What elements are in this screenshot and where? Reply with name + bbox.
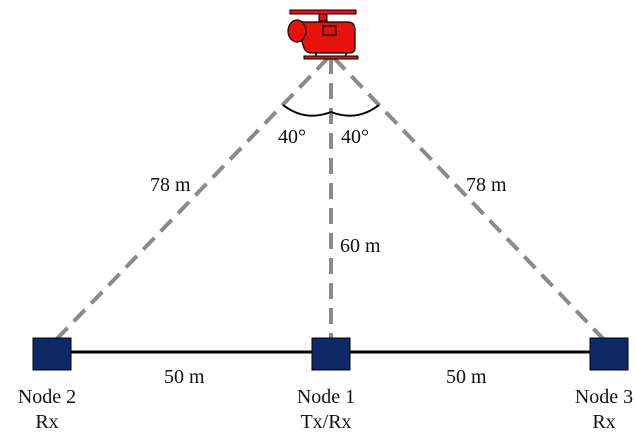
link-to-node-2 [48,56,330,348]
node-1-marker [311,337,351,371]
link-to-node-3 [332,56,612,348]
angle-label-right: 40° [341,126,369,148]
node-2-marker [32,337,72,371]
angle-label-left: 40° [278,126,306,148]
node-2-label: Node 2 Rx [0,385,107,435]
node-3-role: Rx [592,411,616,433]
node-2-role: Rx [35,411,59,433]
node-3-label: Node 3 Rx [544,385,636,435]
node-2-name: Node 2 [17,386,77,408]
node-1-label: Node 1 Tx/Rx [266,385,386,435]
node-3-name: Node 3 [574,386,634,408]
angle-arc-right [330,104,380,117]
distance-label-left-slant: 78 m [150,174,191,196]
node-1-role: Tx/Rx [300,411,352,433]
node-1-name: Node 1 [296,386,356,408]
angle-arc-left [282,104,332,117]
helicopter-icon [287,9,359,60]
distance-label-vertical: 60 m [340,235,381,257]
node-3-marker [589,337,629,371]
distance-label-right-slant: 78 m [466,174,507,196]
distance-label-left-ground: 50 m [164,366,205,388]
distance-label-right-ground: 50 m [446,366,487,388]
